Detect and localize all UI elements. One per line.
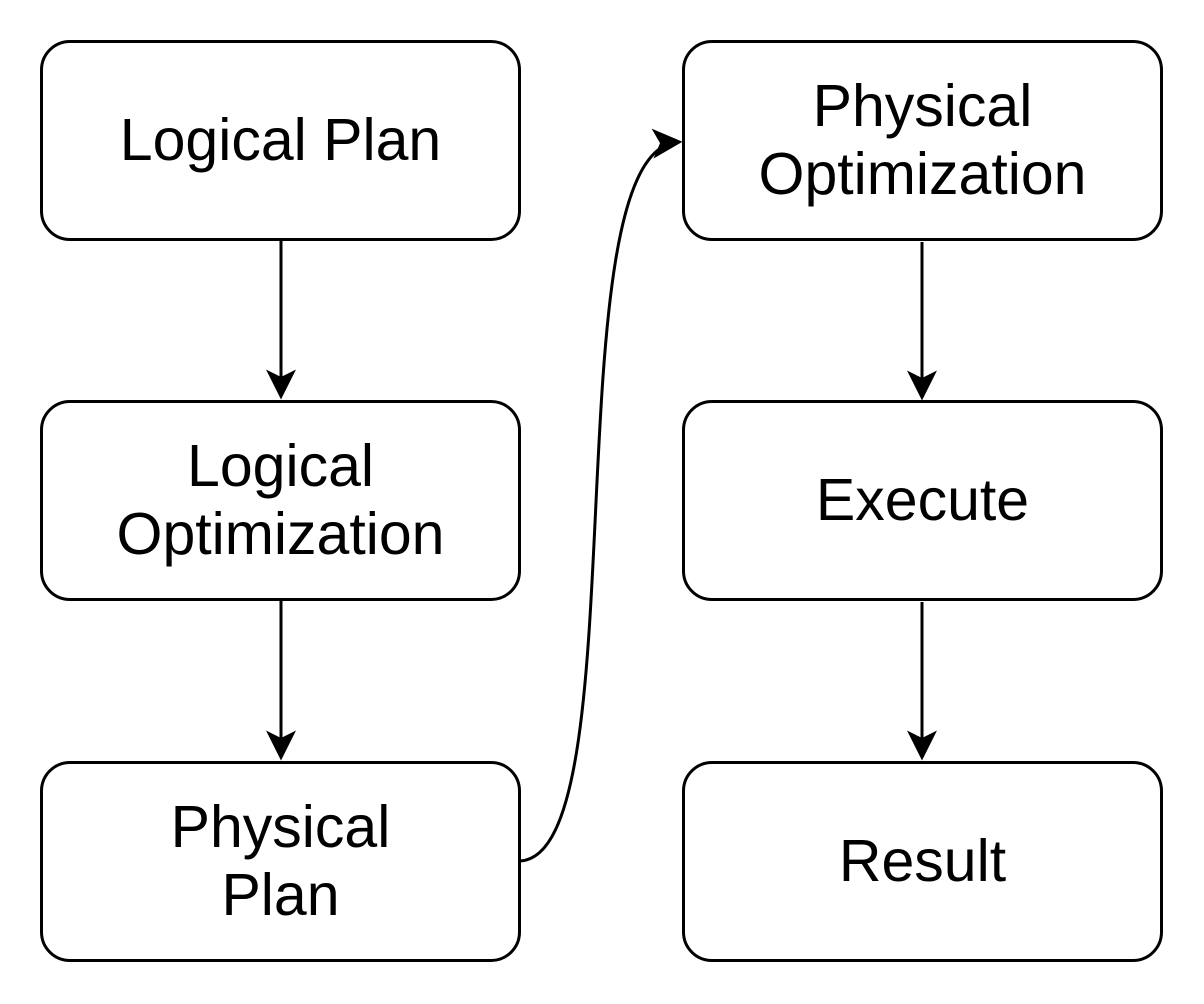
node-logical-optimization: Logical Optimization <box>40 400 521 601</box>
node-result: Result <box>682 761 1163 962</box>
node-physical-plan: Physical Plan <box>40 761 521 962</box>
node-physical-optimization: Physical Optimization <box>682 40 1163 241</box>
edge-physical-plan-to-physical-optimization <box>519 128 683 863</box>
node-logical-plan: Logical Plan <box>40 40 521 241</box>
node-execute: Execute <box>682 400 1163 601</box>
